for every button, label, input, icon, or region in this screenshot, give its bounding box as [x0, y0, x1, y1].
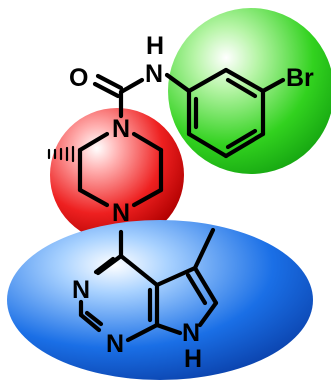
pyrrole-hydrogen-label: H — [184, 345, 202, 373]
hashed-methyl-wedge — [47, 145, 75, 163]
amide-nitrogen-label: N — [145, 60, 163, 88]
pyrrole-nitrogen-label: N — [182, 319, 200, 347]
piperazine-nitrogen-bottom-label: N — [112, 199, 130, 227]
oxygen-atom-label: O — [69, 64, 88, 92]
bromine-atom-label: Br — [286, 64, 314, 92]
piperazine-nitrogen-top-label: N — [112, 115, 130, 143]
amide-hydrogen-label: H — [146, 32, 164, 60]
bond-layer — [47, 67, 286, 343]
heteroaryl-blob — [7, 220, 313, 380]
pyrimidine-nitrogen-1-label: N — [72, 276, 90, 304]
pyrimidine-nitrogen-3-label: N — [106, 330, 124, 358]
